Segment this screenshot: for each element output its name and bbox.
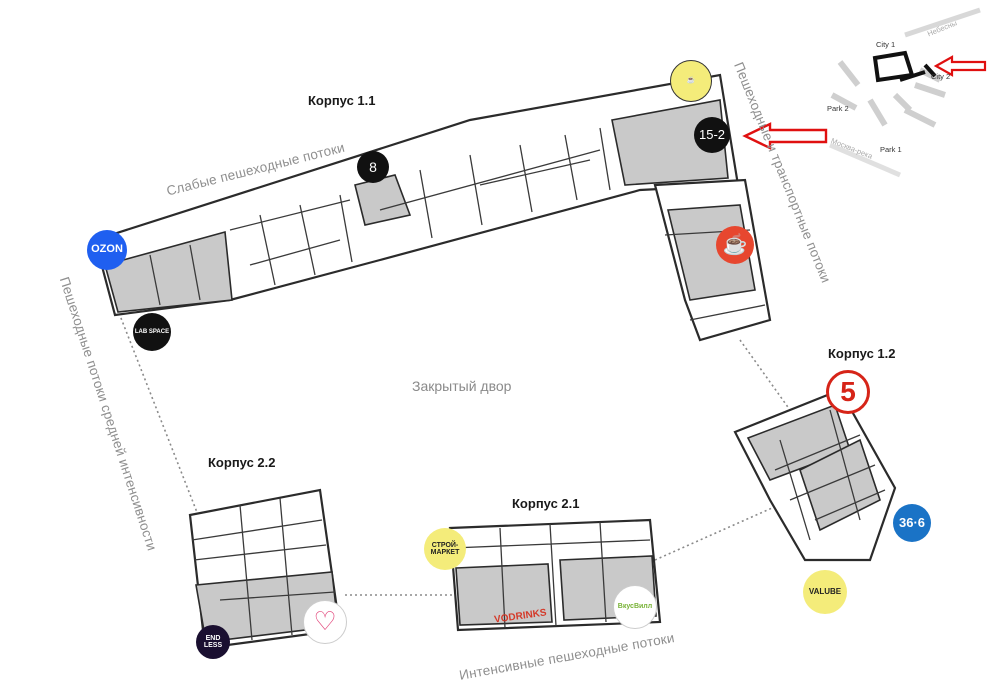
minimap <box>829 7 981 178</box>
red-arrow-pointer <box>742 122 828 150</box>
building-1-1 <box>93 73 772 342</box>
minimap-park2: Park 2 <box>827 104 849 113</box>
pyaterochka-marker[interactable]: 5 <box>826 370 870 414</box>
path-right-low <box>654 499 791 561</box>
unit-15-2-marker[interactable]: 15-2 <box>694 117 730 153</box>
courtyard-label: Закрытый двор <box>412 378 512 394</box>
valube-marker[interactable]: VALUBE <box>803 570 847 614</box>
minimap-park1: Park 1 <box>880 145 902 154</box>
unit-8-marker[interactable]: 8 <box>357 151 389 183</box>
building-1-2 <box>733 388 897 562</box>
bakery-icon: ☕ <box>686 77 696 85</box>
building-title-1-2: Корпус 1.2 <box>828 346 896 361</box>
minimap-city1: City 1 <box>876 40 896 49</box>
cafe-cup-icon[interactable]: ☕ <box>716 226 754 264</box>
stroymarket-marker[interactable]: СТРОЙ-МАРКЕТ <box>424 528 466 570</box>
building-title-2-1: Корпус 2.1 <box>512 496 580 511</box>
apteka-36-6-marker[interactable]: 36·6 <box>893 504 931 542</box>
vkusvill-marker[interactable]: ВкусВилл <box>613 585 657 629</box>
path-left <box>109 289 201 521</box>
heart-icon[interactable]: ♡ <box>303 600 347 644</box>
minimap-city2: City 2 <box>931 72 951 81</box>
building-title-2-2: Корпус 2.2 <box>208 455 276 470</box>
bakery-logo-badge[interactable]: ☕ <box>670 60 712 102</box>
path-right-up <box>739 339 791 411</box>
lab-space-marker[interactable]: LAB SPACE <box>133 313 171 351</box>
red-arrow-minimap <box>933 55 987 77</box>
ozon-marker[interactable]: OZON <box>87 230 127 270</box>
building-title-1-1: Корпус 1.1 <box>308 93 376 108</box>
endless-marker[interactable]: END LESS <box>196 625 230 659</box>
